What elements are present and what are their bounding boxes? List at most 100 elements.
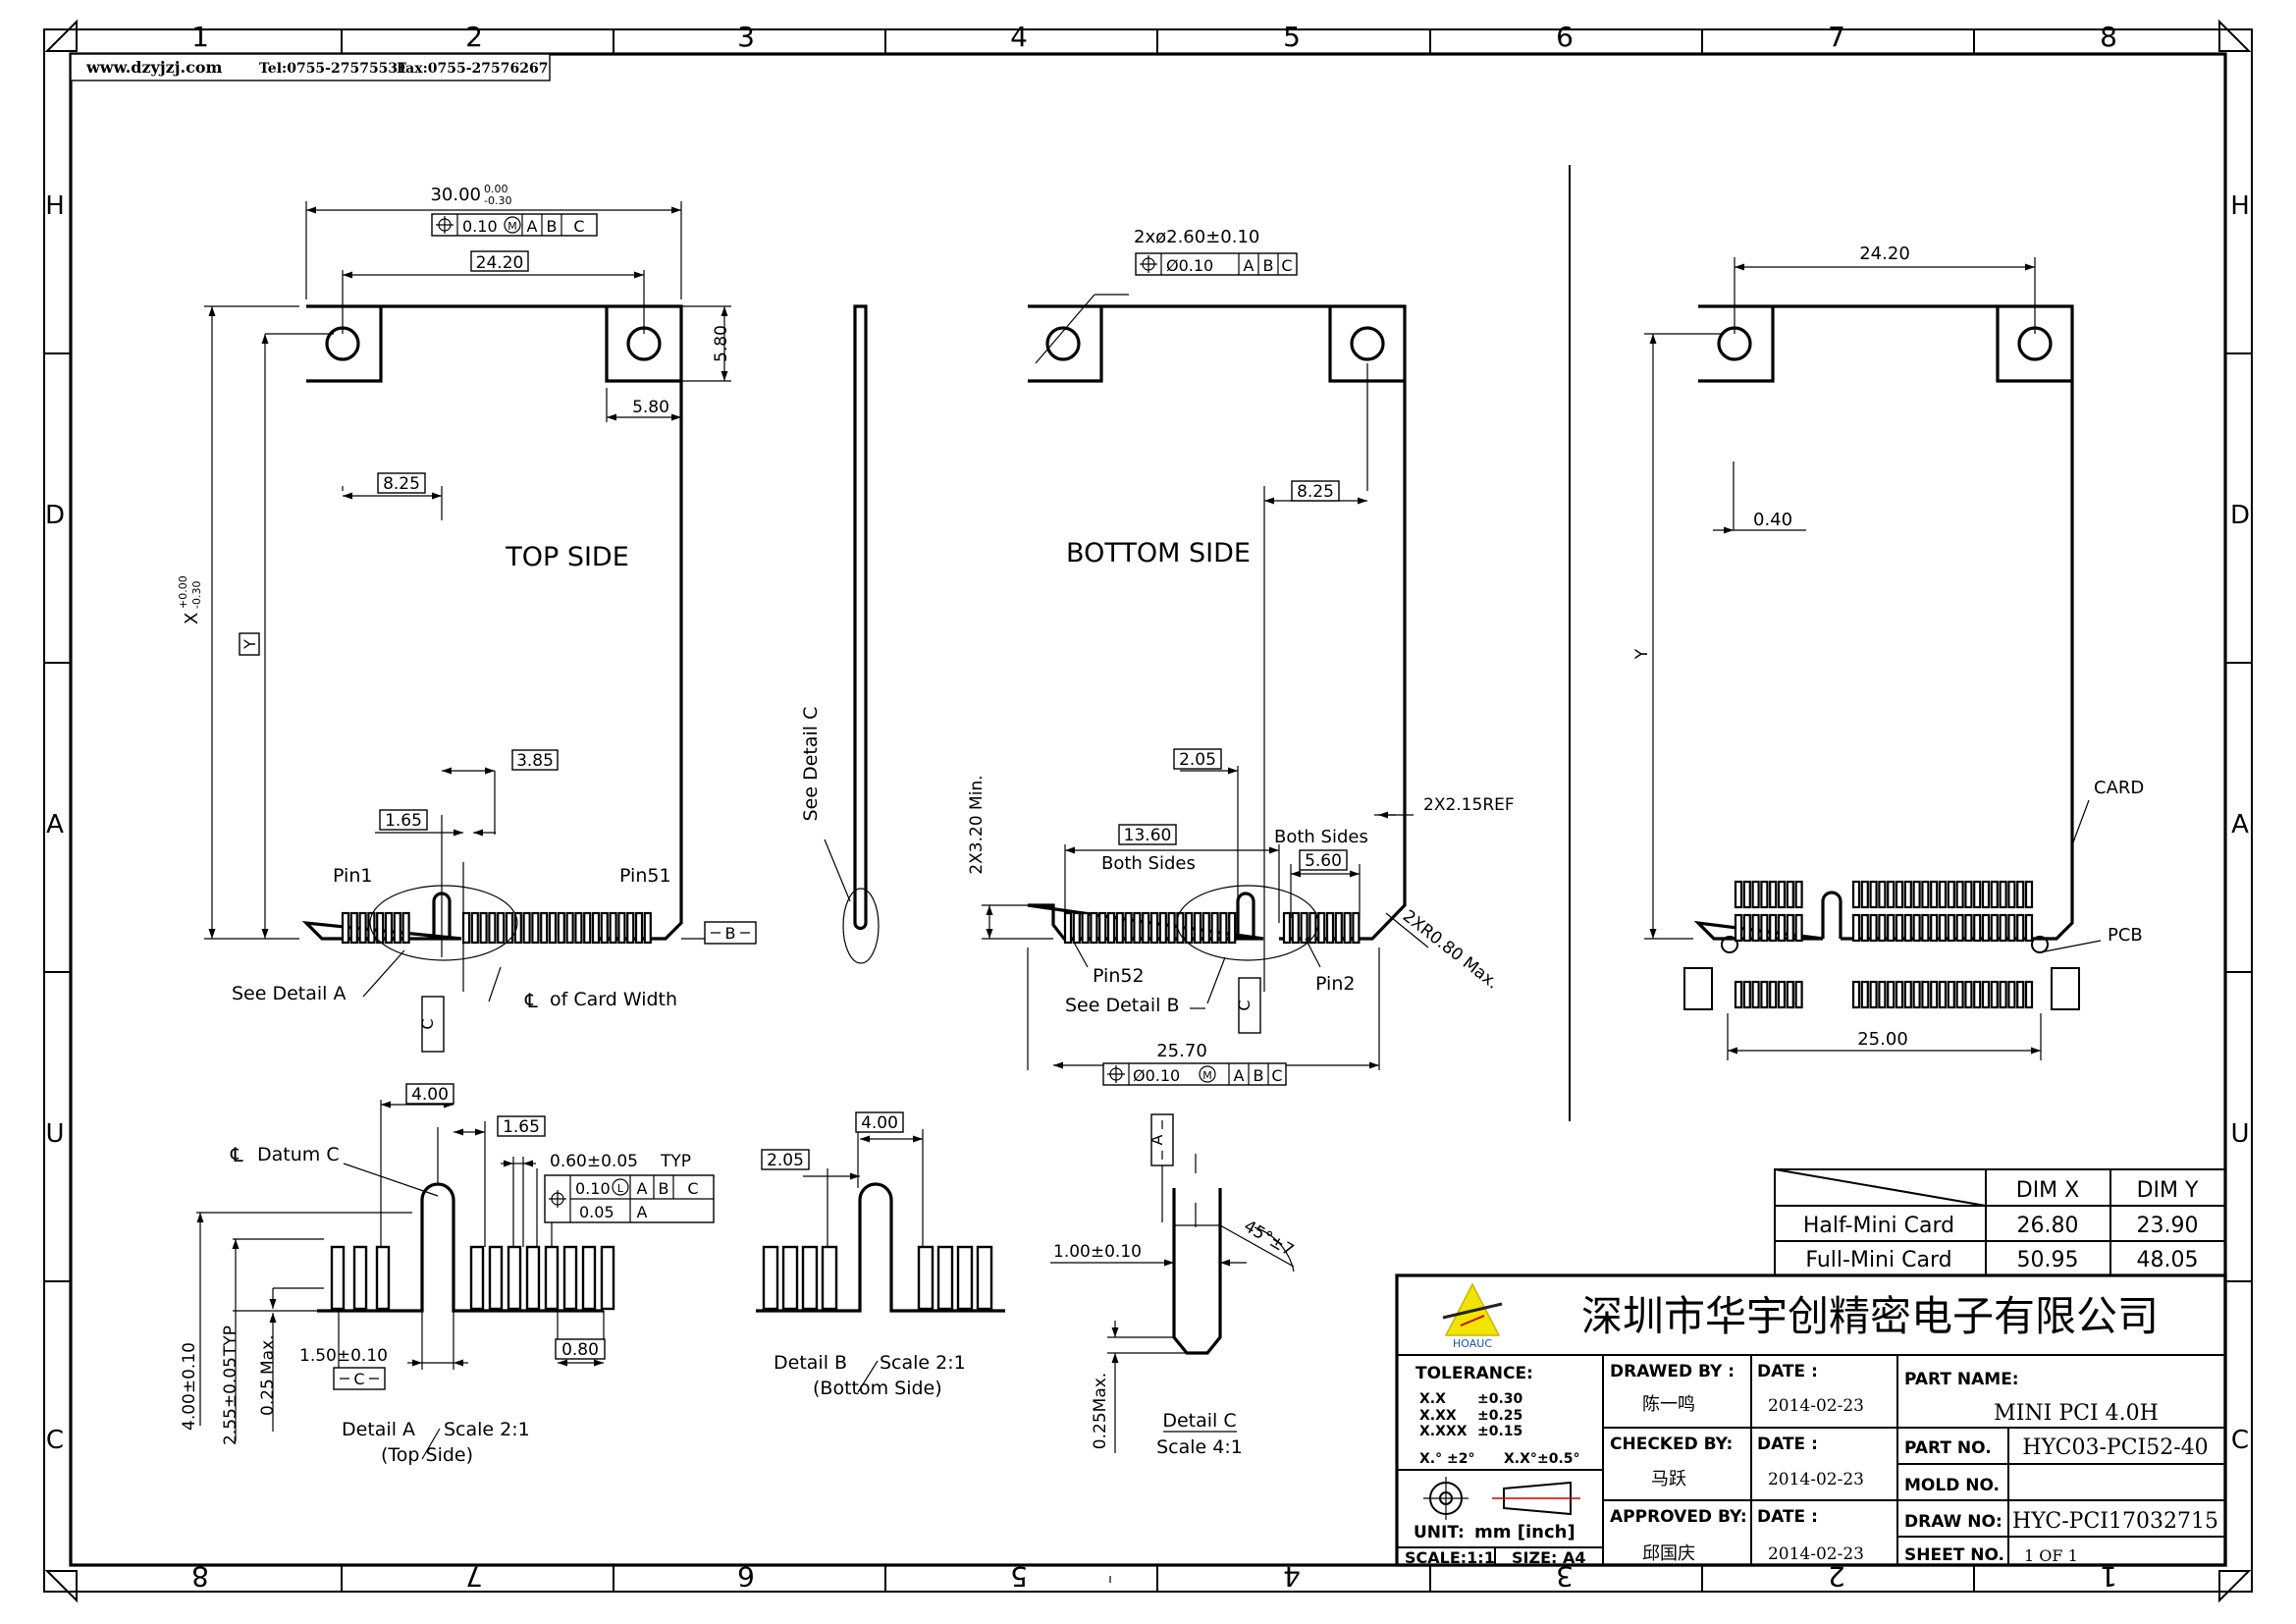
centerline-note: of Card Width xyxy=(550,989,677,1010)
detail-c-callout-circle xyxy=(842,888,880,964)
connector-pads-top xyxy=(461,911,652,945)
dim-offset: 0.40 xyxy=(1753,510,1792,530)
dim-tab-width: 5.80 xyxy=(632,398,669,417)
angle-tol: ±0.5° xyxy=(1537,1451,1580,1467)
page-title: TOP SIDE xyxy=(505,542,629,572)
checked-label: CHECKED BY: xyxy=(1610,1435,1733,1454)
telephone: Tel:0755-27575531 xyxy=(259,61,407,77)
dim-hole-spacing: 24.20 xyxy=(476,253,524,273)
col-label: 1 xyxy=(2100,1560,2117,1593)
see-detail-a: See Detail A xyxy=(232,983,347,1004)
connector-pad xyxy=(1981,880,1991,909)
col-label: 6 xyxy=(737,1560,755,1593)
fcf-modifier: M xyxy=(507,220,517,233)
connector-pad xyxy=(634,911,644,945)
connector-pad xyxy=(1742,880,1751,909)
connector-pad xyxy=(531,911,540,945)
connector-pad xyxy=(1903,880,1912,909)
connector-pad xyxy=(1878,880,1887,909)
connector-pad xyxy=(1769,880,1778,909)
fcf-value: Ø0.10 xyxy=(1133,1066,1180,1085)
connector-pad xyxy=(1352,911,1361,945)
connector-pad xyxy=(1185,911,1194,945)
connector-pad xyxy=(1955,980,1964,1009)
col-label: 4 xyxy=(1283,1560,1301,1593)
dim-hole-spacing: 24.20 xyxy=(1859,244,1910,264)
connector-pad xyxy=(505,911,514,945)
connector-pad xyxy=(1964,913,1973,943)
connector-pad xyxy=(2007,880,2016,909)
col-label: 3 xyxy=(1556,1560,1574,1593)
both-sides-label: Both Sides xyxy=(1274,827,1368,847)
connector-pad xyxy=(591,911,601,945)
connector-pad xyxy=(1912,880,1921,909)
connector-pad xyxy=(384,911,394,945)
dim-key-offset: 8.25 xyxy=(383,474,420,494)
datum-a: A xyxy=(637,1179,648,1198)
connector-pad xyxy=(522,911,531,945)
datum-b: B xyxy=(1263,256,1274,275)
connector-pad xyxy=(358,911,367,945)
connector-pad xyxy=(1149,911,1159,945)
datum-note: Datum C xyxy=(257,1144,340,1165)
connector-pad xyxy=(565,911,574,945)
connector-pad xyxy=(1869,980,1878,1009)
corner-radius: 2XR0.80 Max. xyxy=(1399,906,1502,993)
width-tolerance-frame: Ø0.10 M A B C xyxy=(1102,1062,1287,1086)
col-label: 2 xyxy=(465,21,483,53)
connector-pad xyxy=(917,1245,934,1311)
col-header: DIM Y xyxy=(2137,1178,2199,1203)
tolerance-label: TOLERANCE: xyxy=(1415,1364,1533,1383)
connector-pad xyxy=(507,1245,522,1311)
dim-tol-upper: 0.00 xyxy=(484,183,508,195)
connector-pad xyxy=(2007,980,2016,1009)
detail-a-scale: Scale 2:1 xyxy=(444,1419,530,1440)
dim-ref: 2X2.15REF xyxy=(1423,795,1515,815)
connector-pad xyxy=(1921,980,1930,1009)
connector-pad xyxy=(562,1245,578,1311)
fax: Fax:0755-27576267 xyxy=(397,61,548,77)
approved-by: 邱国庆 xyxy=(1642,1543,1695,1564)
connector-pad xyxy=(548,911,558,945)
height-dim-3: 0.25 xyxy=(258,1379,278,1416)
dim-pad-span: 13.60 xyxy=(1124,826,1172,845)
connector-pad xyxy=(1742,980,1751,1009)
connector-pad xyxy=(1300,911,1308,945)
connector-pad xyxy=(2024,880,2034,909)
connector-pads-bottom xyxy=(1063,911,1237,945)
date-label: DATE : xyxy=(1757,1435,1818,1454)
dim-center-offset: 3.85 xyxy=(516,751,554,771)
pitch-dim: 0.60±0.05 xyxy=(550,1152,638,1171)
part-no-label: PART NO. xyxy=(1904,1438,1992,1458)
unit-value: mm [inch] xyxy=(1474,1522,1575,1543)
connector-pad xyxy=(1317,911,1326,945)
row-name: Half-Mini Card xyxy=(1803,1214,1954,1238)
contact-header: www.dzyjzj.com Tel:0755-27575531 Fax:075… xyxy=(70,53,551,81)
connector-pad xyxy=(1878,980,1887,1009)
dim-4: 4.00 xyxy=(411,1085,449,1105)
dim-min: 2X3.20 Min. xyxy=(967,775,987,874)
column-labels-top: 1 2 3 4 5 6 7 8 xyxy=(191,21,2117,53)
fcf-value: 0.10 xyxy=(462,217,498,236)
dim-y: Y xyxy=(240,639,259,650)
pin1-label: Pin1 xyxy=(333,865,372,887)
connector-pad xyxy=(1860,980,1869,1009)
connector-pad xyxy=(1142,911,1150,945)
connector-pad xyxy=(1878,913,1887,943)
connector-pad xyxy=(1999,880,2007,909)
date-value: 2014-02-23 xyxy=(1768,1396,1864,1416)
connector-pad xyxy=(1228,911,1237,945)
datum-c: C xyxy=(1281,256,1292,275)
row-label: U xyxy=(45,1119,64,1149)
col-label: 7 xyxy=(465,1560,483,1593)
connector-pad xyxy=(470,911,479,945)
detail-c-scale: Scale 4:1 xyxy=(1156,1436,1243,1458)
tol-format: X.X xyxy=(1419,1391,1446,1407)
notch-dim: 1.50±0.10 xyxy=(299,1346,388,1366)
col-label: 4 xyxy=(1010,21,1028,53)
connector-pad xyxy=(643,911,652,945)
angle-tol: X.° xyxy=(1419,1451,1442,1467)
logo-text: HOAUC xyxy=(1453,1337,1492,1350)
connector-pad xyxy=(1851,980,1861,1009)
